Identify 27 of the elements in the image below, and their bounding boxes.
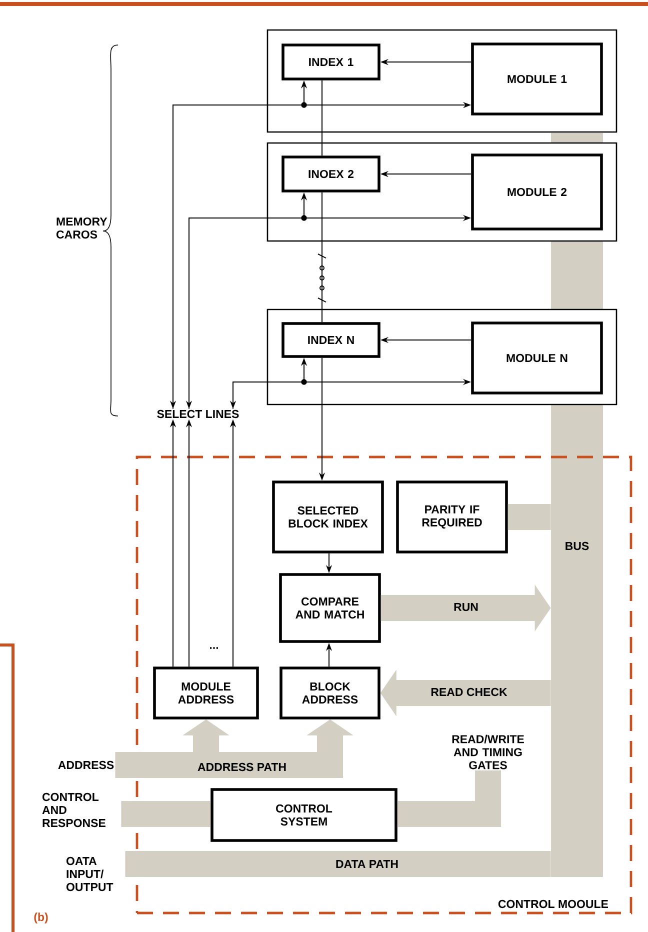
panel-letter: (b) xyxy=(34,912,48,924)
edge-label: ADDRESS PATH xyxy=(198,762,286,772)
index-box: INOEX 2 xyxy=(282,156,380,192)
logic-box: COMPARE AND MATCH xyxy=(279,573,381,643)
side-label: CONTROL AND RESPONSE xyxy=(42,792,106,828)
logic-box: PARITY IF REQUIRED xyxy=(396,480,508,554)
edge-label: READ CHECK xyxy=(431,688,508,696)
bus-path xyxy=(508,504,551,530)
bus-label: SELECT LINES xyxy=(157,410,239,418)
edge-label: RUN xyxy=(454,603,478,612)
side-label: ADDRESS xyxy=(58,760,114,770)
bus-path xyxy=(397,770,501,827)
logic-box: MODULE ADDRESS xyxy=(153,666,259,720)
module-box: MODULE 1 xyxy=(471,42,603,116)
side-label: OATA INPUT/ OUTPUT xyxy=(66,856,114,892)
bus-path xyxy=(121,801,211,827)
module-box: MODULE N xyxy=(471,322,603,394)
logic-box: CONTROL SYSTEM xyxy=(210,788,398,842)
edge-label: DATA PATH xyxy=(336,860,398,868)
module-box: MODULE 2 xyxy=(471,154,603,230)
index-box: INDEX N xyxy=(282,322,380,358)
index-box: INDEX 1 xyxy=(282,44,380,80)
path-label: READ/WRITE AND TIMING GATES xyxy=(452,734,524,770)
logic-box: SELECTED BLOCK INDEX xyxy=(272,480,384,554)
logic-box: BLOCK ADDRESS xyxy=(280,666,380,720)
ellipsis: ... xyxy=(210,647,218,649)
side-label: MEMORY CAROS xyxy=(56,217,108,239)
